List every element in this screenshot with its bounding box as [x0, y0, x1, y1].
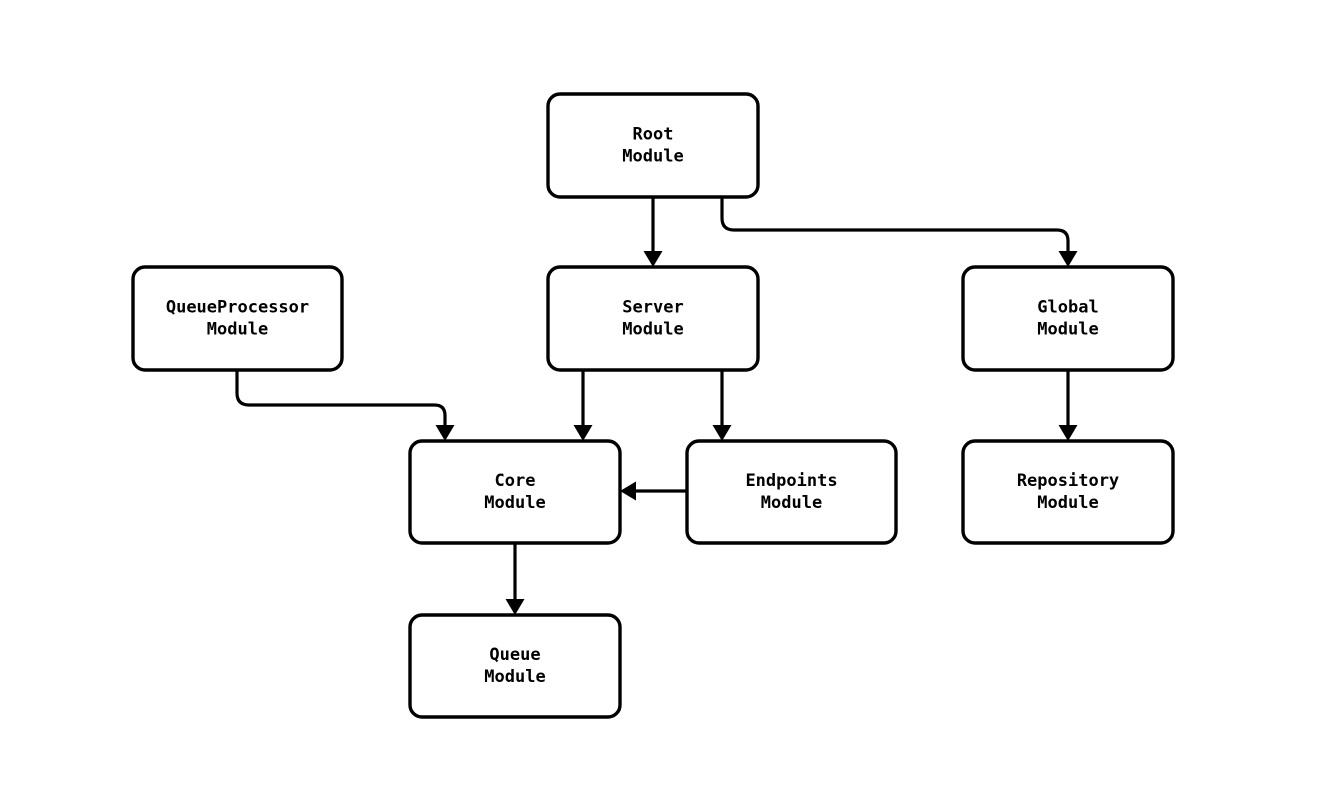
global-module-label-line2: Module	[1037, 320, 1098, 340]
root-module-label-line2: Module	[622, 147, 683, 167]
server-module-label-line2: Module	[622, 320, 683, 340]
edge-server-to-core	[573, 370, 593, 441]
endpoints-module-label-line1: Endpoints	[745, 471, 837, 491]
edge-root-to-server-arrowhead	[643, 251, 663, 267]
repository-module-label-line1: Repository	[1017, 471, 1119, 491]
edge-server-to-core-arrowhead	[573, 425, 593, 441]
server-module-label-line1: Server	[622, 298, 683, 318]
queue-module-box[interactable]	[408, 613, 622, 719]
core-module-label-line1: Core	[495, 471, 536, 491]
edge-queueprocessor-to-core-arrowhead	[435, 425, 455, 441]
nodes-layer: RootModuleQueueProcessorModuleServerModu…	[131, 92, 1175, 719]
edge-server-to-endpoints	[712, 370, 732, 441]
queueprocessor-module-box[interactable]	[131, 265, 344, 372]
endpoints-module-label-line2: Module	[761, 493, 822, 513]
queue-module-label-line2: Module	[484, 667, 545, 687]
edge-endpoints-to-core	[620, 481, 687, 501]
core-module-label-line2: Module	[484, 493, 545, 513]
edge-root-to-global-line	[720, 197, 1070, 252]
edge-queueprocessor-to-core-line	[235, 370, 447, 426]
edge-root-to-server	[643, 197, 663, 267]
endpoints-module-box[interactable]	[685, 439, 898, 545]
queueprocessor-module-label-line1: QueueProcessor	[166, 298, 309, 318]
edge-global-to-repository	[1058, 370, 1078, 441]
global-module-label-line1: Global	[1037, 298, 1098, 318]
repository-module-label-line2: Module	[1037, 493, 1098, 513]
edge-queueprocessor-to-core	[235, 370, 455, 441]
root-module-box[interactable]	[546, 92, 760, 199]
edge-core-to-queue-arrowhead	[505, 599, 525, 615]
queueprocessor-module-label-line2: Module	[207, 320, 268, 340]
edge-core-to-queue	[505, 543, 525, 615]
core-module-box[interactable]	[408, 439, 622, 545]
queue-module-label-line1: Queue	[489, 645, 540, 665]
repository-module-box[interactable]	[961, 439, 1175, 545]
edge-server-to-endpoints-arrowhead	[712, 425, 732, 441]
server-module-box[interactable]	[546, 265, 760, 372]
edge-root-to-global-arrowhead	[1058, 251, 1078, 267]
global-module-box[interactable]	[961, 265, 1175, 372]
edges-layer	[235, 197, 1078, 615]
edge-endpoints-to-core-arrowhead	[620, 481, 636, 501]
edge-global-to-repository-arrowhead	[1058, 425, 1078, 441]
edge-root-to-global	[720, 197, 1078, 267]
root-module-label-line1: Root	[633, 125, 674, 145]
